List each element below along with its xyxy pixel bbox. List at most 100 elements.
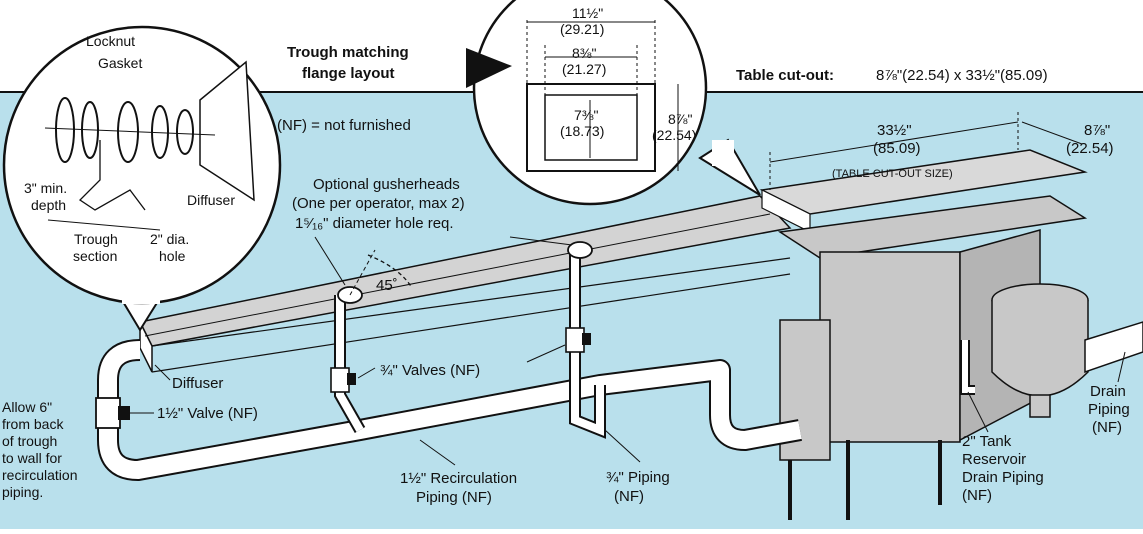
gusher-line-2: (One per operator, max 2) xyxy=(292,195,465,212)
drain-label-3: (NF) xyxy=(1092,419,1122,436)
recirc-label-1: 1½" Recirculation xyxy=(400,470,517,487)
cutout-label: Table cut-out: xyxy=(736,67,834,84)
unit-top xyxy=(777,195,1088,259)
trough xyxy=(138,195,792,373)
nut-ring xyxy=(151,105,169,159)
tank-label-4: (NF) xyxy=(962,487,992,504)
valves-34-label: ¾" Valves (NF) xyxy=(380,362,480,379)
diffuser-label: Diffuser xyxy=(172,375,223,392)
reservoir-unit xyxy=(777,195,1089,520)
strainer-neck xyxy=(1029,394,1051,418)
width-dim: 8⅞" xyxy=(1084,122,1110,139)
length-dim: 33½" xyxy=(877,122,912,139)
width-dim-mm: (22.54) xyxy=(1066,140,1114,157)
trough-title-line1: Trough matching xyxy=(287,44,409,61)
length-dim-line xyxy=(769,121,1019,163)
tank-label-2: Reservoir xyxy=(962,451,1026,468)
leader-gusher1 xyxy=(314,236,346,286)
leader-diffuser xyxy=(154,364,171,381)
trough-bottom-line xyxy=(151,273,791,373)
cutout-value: 8⅞"(22.54) x 33½"(85.09) xyxy=(876,67,1048,84)
gasket-label: Gasket xyxy=(98,55,142,71)
drain-label-2: Piping xyxy=(1088,401,1130,418)
leader-gusher2 xyxy=(509,236,573,246)
flange-top-dim: 11½" xyxy=(572,5,603,21)
flange-side-dim-mm: (22.54) xyxy=(652,127,696,143)
flange-side-dim: 8⅞" xyxy=(668,111,692,127)
valve-34b-body xyxy=(565,327,585,353)
angle-ref-line xyxy=(349,249,376,296)
strainer-body xyxy=(991,300,1089,397)
unit-front-box xyxy=(819,251,961,443)
tank-label-3: Drain Piping xyxy=(962,469,1044,486)
width-dim-line xyxy=(1021,121,1083,145)
callout-diffuser-label: Diffuser xyxy=(187,192,235,208)
flange-outer xyxy=(526,83,656,172)
leader-recirc xyxy=(419,439,456,466)
flange-inner-dim: 8⅜" xyxy=(572,45,596,61)
nf-note: (NF) = not furnished xyxy=(277,117,411,134)
allow-label-1: Allow 6" xyxy=(2,399,52,415)
gusher-line-3: 1⁵⁄₁₆" diameter hole req. xyxy=(295,215,454,232)
piping34-label-2: (NF) xyxy=(614,488,644,505)
piping34-label-1: ¾" Piping xyxy=(606,469,670,486)
table-cutout-size: (TABLE CUT-OUT SIZE) xyxy=(832,168,953,180)
flange-inner xyxy=(544,94,638,161)
callout-left-mask xyxy=(122,292,160,304)
drain-label-1: Drain xyxy=(1090,383,1126,400)
flange-top-dim-mm: (29.21) xyxy=(560,21,604,37)
valve-15-handle xyxy=(118,406,130,420)
leader-drain xyxy=(1117,351,1126,383)
leader-piping34 xyxy=(604,429,641,463)
min-depth-label-1: 3" min. xyxy=(24,180,67,196)
allow-label-3: of trough xyxy=(2,433,57,449)
gusher-line-1: Optional gusherheads xyxy=(313,176,460,193)
trough-inner-line xyxy=(151,257,791,347)
locknut-ring xyxy=(55,97,75,163)
flange-height-dim-mm: (18.73) xyxy=(560,123,604,139)
leader-valves34a xyxy=(357,367,376,379)
angle-arc xyxy=(367,254,413,289)
recirc-main-pipe-fill xyxy=(99,341,802,479)
leader-valves34b xyxy=(526,344,566,363)
trough-wall-section xyxy=(78,140,146,211)
drain-pipe xyxy=(1084,321,1143,374)
callout-flange xyxy=(472,0,761,206)
trough-section-label-1: Trough xyxy=(74,231,118,247)
angle-label: 45˚ xyxy=(376,277,398,294)
recirc-label-2: Piping (NF) xyxy=(416,489,492,506)
leader-tank xyxy=(967,391,989,433)
hole-label-1: 2" dia. xyxy=(150,231,189,247)
allow-label-2: from back xyxy=(2,416,64,432)
hole-label-2: hole xyxy=(159,248,186,264)
min-depth-label-2: depth xyxy=(31,197,66,213)
axis-line xyxy=(44,127,216,136)
valve-34a-handle xyxy=(347,373,356,385)
flange-height-dim: 7⅜" xyxy=(574,107,598,123)
length-dim-mm: (85.09) xyxy=(873,140,921,157)
tank-label-1: 2" Tank xyxy=(962,433,1012,450)
valve-15-body xyxy=(95,397,121,429)
trough-mid-line xyxy=(144,213,771,337)
pipe-stub xyxy=(176,109,194,155)
allow-label-5: recirculation xyxy=(2,467,77,483)
branch-pipe-1-fill xyxy=(336,295,364,432)
callout-left xyxy=(2,25,282,332)
gusherhead-2 xyxy=(567,241,593,259)
callout-flange-mask xyxy=(712,140,734,166)
trough-section-label-2: section xyxy=(73,248,117,264)
locknut-label: Locknut xyxy=(86,33,135,49)
title-pointer-arrow xyxy=(466,48,512,88)
valve-34a-body xyxy=(330,367,350,393)
diffuser-cone xyxy=(199,60,255,202)
valve-34b-handle xyxy=(582,333,591,345)
trough-title-line2: flange layout xyxy=(302,65,395,82)
depth-line xyxy=(47,219,161,231)
valve-15-label: 1½" Valve (NF) xyxy=(157,405,258,422)
recirc-piping xyxy=(95,241,802,481)
flange-inner-dim-mm: (21.27) xyxy=(562,61,606,77)
tank-drain-pipe-core xyxy=(962,340,975,393)
allow-label-4: to wall for xyxy=(2,450,62,466)
